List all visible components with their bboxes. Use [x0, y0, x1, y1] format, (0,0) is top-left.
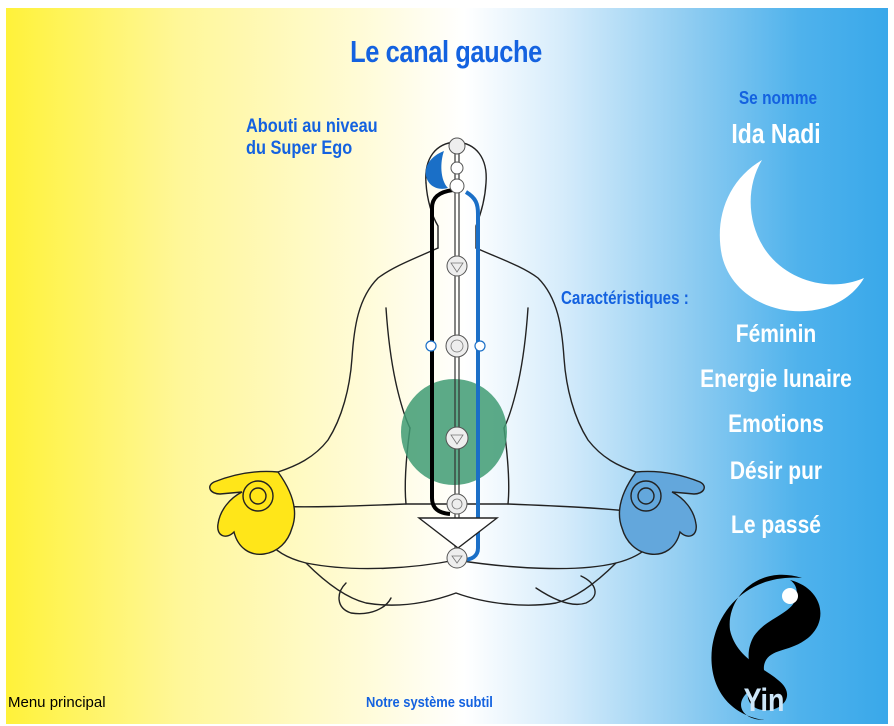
characteristic-item: Féminin: [735, 320, 817, 348]
crescent-moon-icon: [719, 160, 864, 312]
characteristic-item: Désir pur: [729, 457, 823, 485]
chakra-icon: [445, 137, 469, 569]
main-menu-link[interactable]: Menu principal: [8, 694, 106, 711]
characteristic-item: Le passé: [731, 511, 821, 539]
left-label-line1: Abouti au niveau: [246, 116, 378, 137]
yin-label: Yin: [743, 682, 785, 718]
left-hand-icon: [209, 470, 296, 555]
yin-yang-icon: [711, 574, 821, 720]
right-hand-icon: [618, 470, 705, 555]
subtle-system-link[interactable]: Notre système subtil: [366, 694, 493, 711]
page-title: Le canal gauche: [350, 34, 542, 69]
channel-name: Ida Nadi: [731, 118, 821, 149]
diagram-stage: Le canal gauche Abouti au niveau du Supe…: [6, 8, 888, 724]
characteristics-heading: Caractéristiques :: [561, 288, 689, 308]
name-intro: Se nomme: [738, 88, 818, 108]
characteristic-item: Emotions: [728, 410, 824, 438]
left-label-line2: du Super Ego: [246, 138, 353, 159]
characteristic-item: Energie lunaire: [700, 365, 852, 393]
meditating-figure: [209, 137, 864, 720]
left-label: Abouti au niveau du Super Ego: [246, 116, 378, 160]
